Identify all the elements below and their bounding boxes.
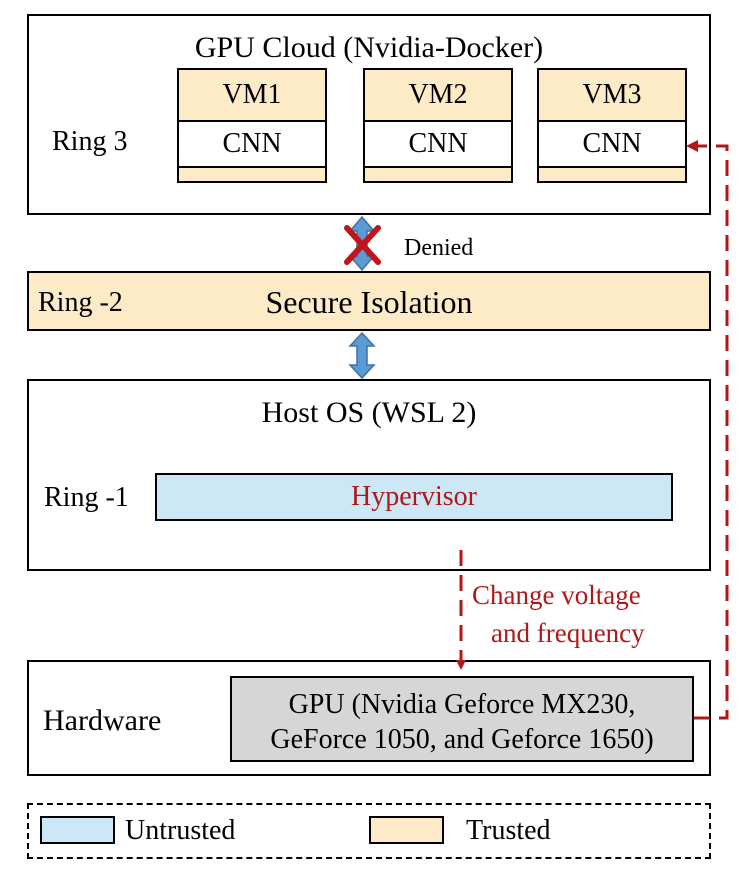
vm2-label: VM2 xyxy=(408,79,468,110)
denied-label: Denied xyxy=(404,235,474,261)
vm3-cnn-block: CNN xyxy=(539,120,685,168)
host-os-title: Host OS (WSL 2) xyxy=(261,396,477,429)
hardware-label: Hardware xyxy=(43,704,162,737)
ring-3-label: Ring 3 xyxy=(52,126,128,157)
gpu-cloud-title: GPU Cloud (Nvidia-Docker) xyxy=(194,31,544,64)
gpu-label-line1: GPU (Nvidia Geforce MX230, xyxy=(288,689,636,720)
legend-trusted-swatch xyxy=(369,816,444,844)
attack-label-line1: Change voltage xyxy=(472,580,641,610)
secure-isolation-title: Secure Isolation xyxy=(265,284,473,320)
ring-minus-2-label: Ring -2 xyxy=(38,287,123,318)
gpu-box: GPU (Nvidia Geforce MX230, GeForce 1050,… xyxy=(230,676,694,762)
ring-minus-1-label: Ring -1 xyxy=(44,482,129,513)
gpu-label-line2: GeForce 1050, and Geforce 1650) xyxy=(270,724,654,755)
vm2-container: VM2 CNN xyxy=(363,68,513,183)
vm3-label: VM3 xyxy=(582,79,642,110)
attack-label-line2: and frequency xyxy=(491,618,645,648)
secure-isolation-bar xyxy=(27,271,711,331)
legend-untrusted-swatch xyxy=(40,816,115,844)
legend-trusted-label: Trusted xyxy=(466,815,551,846)
vm1-container: VM1 CNN xyxy=(177,68,327,183)
vm2-cnn-block: CNN xyxy=(365,120,511,168)
hypervisor-box: Hypervisor xyxy=(155,473,673,521)
gpu-cloud-box xyxy=(27,14,711,215)
denied-double-arrow xyxy=(348,215,376,272)
isolation-host-double-arrow xyxy=(348,331,376,380)
vm1-cnn-block: CNN xyxy=(179,120,325,168)
vm1-label: VM1 xyxy=(222,79,282,110)
legend-untrusted-label: Untrusted xyxy=(125,815,236,846)
vm3-container: VM3 CNN xyxy=(537,68,687,183)
denied-cross-icon xyxy=(344,225,381,265)
legend-box xyxy=(27,803,711,859)
